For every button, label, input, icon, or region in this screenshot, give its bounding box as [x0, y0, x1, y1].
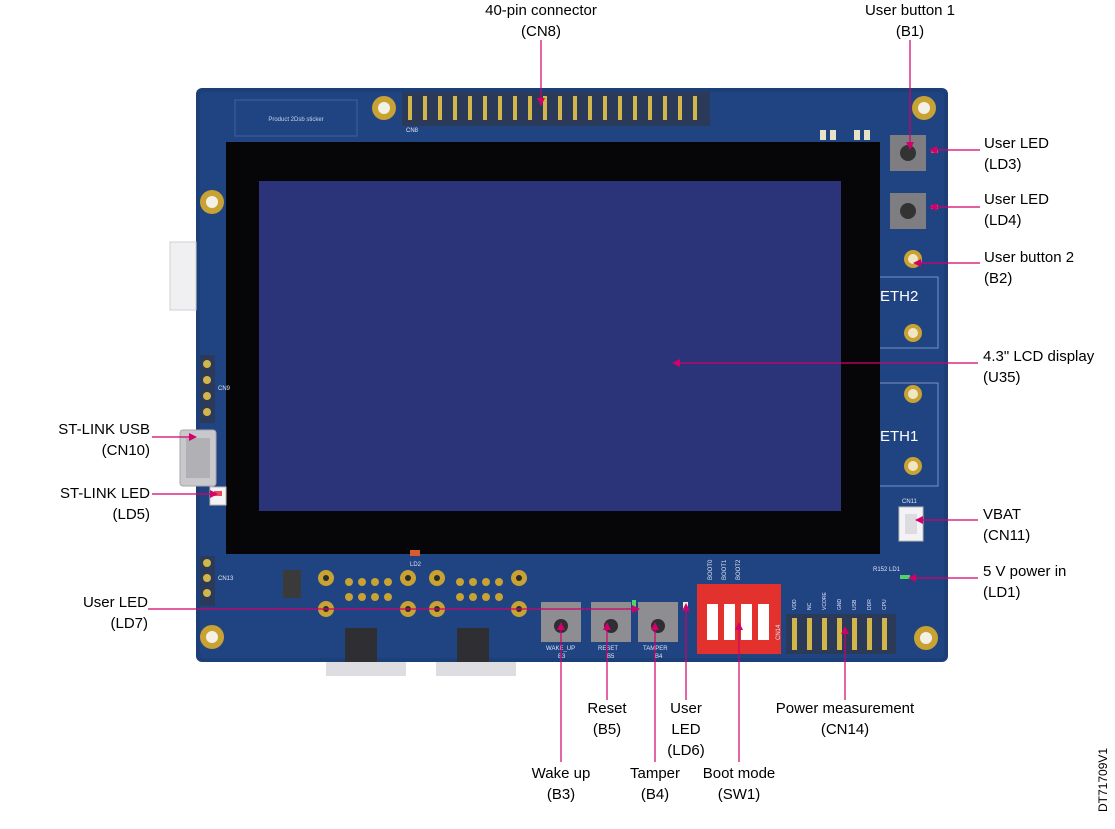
mounting-holes	[200, 96, 938, 650]
leader-arrows	[189, 98, 937, 634]
callout-ld3: User LED (LD3)	[984, 133, 1049, 175]
cn8-silk: CN8	[406, 128, 419, 134]
callout-cn10: ST-LINK USB (CN10)	[20, 419, 150, 461]
callout-b5-line2: (B5)	[592, 721, 622, 738]
callout-u35-line1: 4.3" LCD display	[983, 348, 1095, 365]
header-cn13: CN13	[200, 556, 234, 606]
callout-ld1-line2: (LD1)	[983, 584, 1021, 601]
callout-ld4-line1: User LED	[984, 191, 1050, 208]
eth1-label: ETH1	[880, 428, 918, 445]
callout-cn8-line1: 40-pin connector	[485, 2, 597, 19]
callout-ld7: User LED (LD7)	[20, 592, 148, 634]
pm-pin-2: VCORE	[822, 592, 828, 610]
lcd-display	[226, 142, 880, 554]
callout-ld4: User LED (LD4)	[984, 189, 1049, 231]
pm-pin-5: DDR	[867, 599, 873, 610]
callout-ld7-line1: User LED	[82, 594, 148, 611]
pm-pin-4: USB	[852, 599, 858, 610]
callout-sw1: Boot mode (SW1)	[689, 763, 789, 805]
pm-pin-6: CPU	[882, 599, 888, 610]
callout-cn11-line1: VBAT	[983, 506, 1022, 523]
reset-silk: RESET	[598, 646, 618, 652]
user-button-b1	[890, 135, 926, 171]
callout-cn11: VBAT (CN11)	[983, 504, 1030, 546]
callout-b4: Tamper (B4)	[615, 763, 695, 805]
callout-b3-line2: (B3)	[546, 786, 576, 803]
callout-ld1-line1: 5 V power in	[983, 563, 1067, 580]
led-ld7	[632, 600, 636, 607]
eth2-label: ETH2	[880, 288, 918, 305]
sticker-label: Product 2Dsb sticker	[268, 117, 323, 123]
callout-u35-line2: (U35)	[983, 369, 1021, 386]
callout-cn8: 40-pin connector (CN8)	[470, 0, 612, 42]
callout-ld3-line1: User LED	[984, 135, 1050, 152]
callout-b3-line1: Wake up	[531, 765, 591, 782]
boot2-silk: BOOT2	[736, 559, 742, 580]
callout-cn8-line2: (CN8)	[521, 23, 561, 40]
callout-b1-line1: User button 1	[864, 2, 956, 19]
cn9-silk: CN9	[218, 386, 231, 392]
cn11-silk: CN11	[902, 499, 918, 505]
small-parts-top-right	[820, 130, 870, 140]
document-id: DT71709V1	[1096, 747, 1110, 812]
callout-ld5: ST-LINK LED (LD5)	[20, 483, 150, 525]
tamper-silk: TAMPER	[643, 646, 668, 652]
product-sticker	[234, 99, 358, 137]
header-cn9: CN9	[200, 355, 231, 423]
callout-cn11-line2: (CN11)	[983, 527, 1031, 544]
usb-connector-cn10	[179, 429, 217, 487]
callout-ld6-line1: User	[670, 700, 702, 717]
callout-b4-line1: Tamper	[629, 765, 681, 782]
connector-cn8: CN8	[402, 92, 710, 134]
callout-ld5-line2: (LD5)	[112, 506, 150, 523]
callout-sw1-line1: Boot mode	[702, 765, 776, 782]
cn13-silk: CN13	[218, 576, 234, 582]
callout-b3: Wake up (B3)	[516, 763, 606, 805]
pm-pin-0: VDD	[792, 599, 798, 610]
reset-ref: B5	[607, 654, 615, 660]
vbat-connector-cn11: CN11	[898, 499, 924, 542]
pm-pin-3: GND	[837, 599, 843, 611]
callout-b2: User button 2 (B2)	[984, 247, 1074, 289]
callout-b1-line2: (B1)	[895, 23, 925, 40]
callout-b1: User button 1 (B1)	[850, 0, 970, 42]
callout-b4-line2: (B4)	[640, 786, 670, 803]
ld1-silk: R152 LD1	[873, 567, 901, 573]
boot1-silk: BOOT1	[722, 559, 728, 580]
callout-b5-line1: Reset	[587, 700, 627, 717]
callout-ld3-line2: (LD3)	[984, 156, 1022, 173]
ethernet-jack-left	[169, 241, 197, 311]
callout-u35: 4.3" LCD display (U35)	[983, 346, 1094, 388]
pm-pin-1: NC	[807, 602, 813, 610]
callout-ld5-line1: ST-LINK LED	[59, 485, 150, 502]
led-ld1: R152 LD1	[873, 567, 910, 579]
callout-ld7-line2: (LD7)	[110, 615, 148, 632]
callout-cn14-line1: Power measurement	[775, 700, 915, 717]
callout-ld6: User LED (LD6)	[651, 698, 721, 761]
power-measurement-cn14: CN14 VDD NC VCORE GND USB DDR CPU	[776, 592, 896, 654]
callout-b2-line1: User button 2	[984, 249, 1075, 266]
callout-ld6-line3: (LD6)	[667, 742, 705, 759]
callout-cn14-line2: (CN14)	[820, 721, 870, 738]
callout-cn14: Power measurement (CN14)	[760, 698, 930, 740]
tamper-ref: B4	[655, 654, 663, 660]
ld2-silk: LD2	[410, 562, 422, 568]
callout-b5: Reset (B5)	[567, 698, 647, 740]
cn14-silk: CN14	[776, 624, 782, 640]
audio-area: LD2	[283, 550, 527, 676]
callout-ld6-line2: LED	[671, 721, 701, 738]
callout-b2-line2: (B2)	[984, 270, 1013, 287]
leader-lines	[148, 40, 980, 762]
callout-cn10-line1: ST-LINK USB	[58, 421, 150, 438]
user-button-b2	[890, 193, 926, 229]
callout-ld1: 5 V power in (LD1)	[983, 561, 1066, 603]
callout-cn10-line2: (CN10)	[101, 442, 150, 459]
callout-sw1-line2: (SW1)	[717, 786, 761, 803]
boot0-silk: BOOT0	[708, 559, 714, 580]
eth-areas: ETH2 ETH1	[880, 276, 939, 487]
callout-ld4-line2: (LD4)	[984, 212, 1022, 229]
wake-ref: B3	[558, 654, 566, 660]
